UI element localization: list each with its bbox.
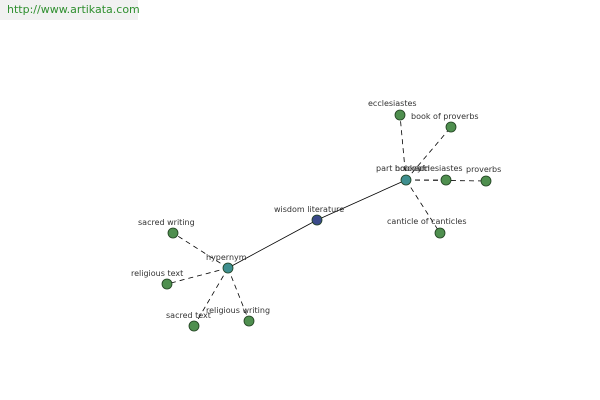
nodes [161, 109, 492, 332]
label-hypernym: hypernym [206, 253, 247, 262]
label-sacred-text: sacred text [166, 311, 211, 320]
edge-hub-to-ecclesiastes-top [399, 114, 407, 181]
edge-hypernym-to-sacred-text [193, 267, 229, 327]
node-religious-writing[interactable] [243, 315, 255, 327]
node-proverbs[interactable] [480, 175, 492, 187]
labels: wisdom literature part holonym book of h… [131, 99, 501, 320]
label-book-of-proverbs: book of proverbs [411, 112, 479, 121]
label-religious-text: religious text [131, 269, 183, 278]
label-proverbs: proverbs [466, 165, 501, 174]
node-wisdom-literature[interactable] [311, 214, 323, 226]
label-ecclesiastes-top: ecclesiastes [368, 99, 417, 108]
node-sacred-writing[interactable] [167, 227, 179, 239]
label-part-holonym: part holonym [376, 164, 430, 173]
edge-hypernym-to-sacred-writing [172, 232, 229, 269]
edge-center-to-hypernym [227, 219, 318, 269]
edge-hub-to-canticle [405, 179, 441, 234]
watermark-link[interactable]: http://www.artikata.com [0, 0, 140, 20]
node-ecclesiastes-right[interactable] [440, 174, 452, 186]
edge-hub-to-book-of-proverbs [405, 126, 452, 181]
node-book-of-proverbs[interactable] [445, 121, 457, 133]
node-hypernym[interactable] [222, 262, 234, 274]
label-ecclesiastes-right: ecclesiastes [414, 164, 463, 173]
node-part-holonym-book-of[interactable] [400, 174, 412, 186]
edge-hypernym-to-religious-text [166, 267, 229, 285]
node-religious-text[interactable] [161, 278, 173, 290]
edges [166, 114, 487, 327]
edge-center-to-part-holonym [316, 179, 407, 221]
label-sacred-writing: sacred writing [138, 218, 195, 227]
label-wisdom-literature: wisdom literature [274, 205, 344, 214]
label-book-of: book of [395, 164, 425, 173]
label-religious-writing: religious writing [206, 306, 270, 315]
edge-hypernym-to-religious-writing [227, 267, 250, 322]
label-canticle-of-canticles: canticle of canticles [387, 217, 467, 226]
node-canticle-of-canticles[interactable] [434, 227, 446, 239]
node-ecclesiastes-top[interactable] [394, 109, 406, 121]
node-sacred-text[interactable] [188, 320, 200, 332]
